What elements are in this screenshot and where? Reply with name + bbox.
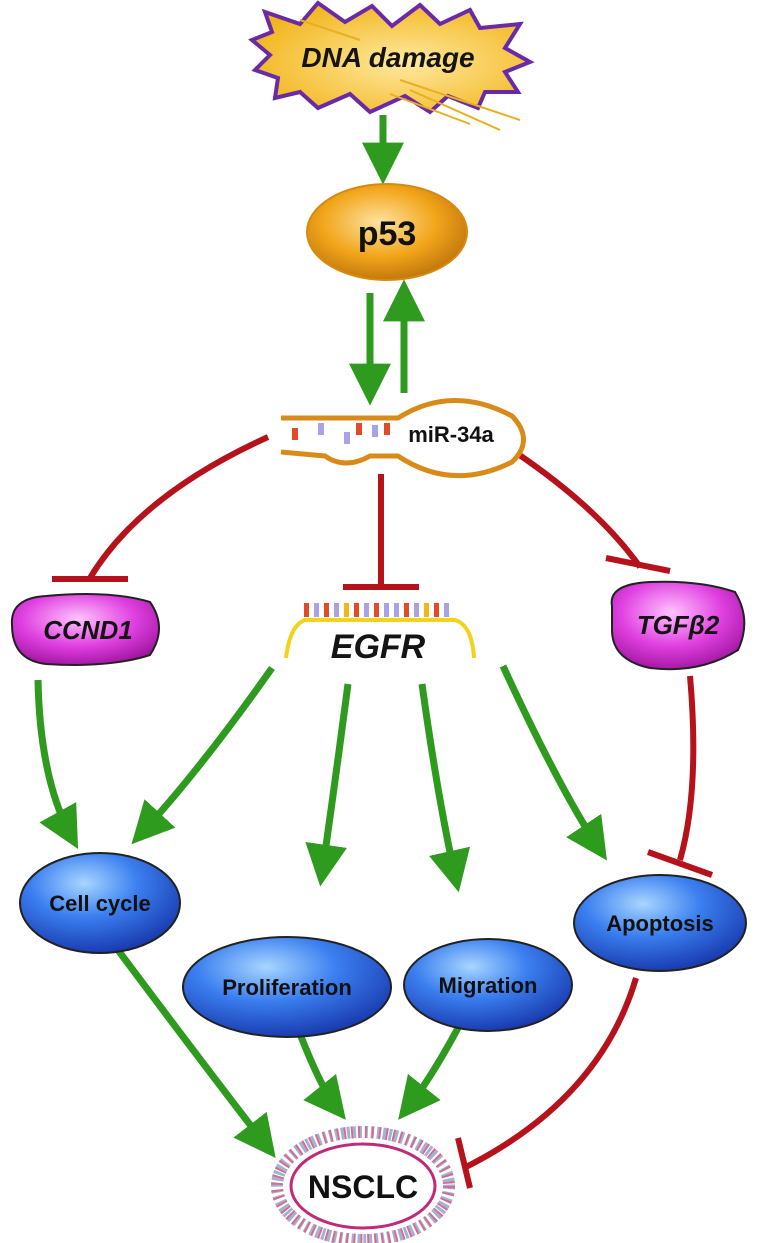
inhibition-edges: [52, 434, 714, 1189]
dna-damage-rays: [299, 19, 521, 131]
edge-apoptosis-inhibits-nsclc: [455, 977, 639, 1189]
node-dna-damage: DNA damage: [248, 0, 535, 131]
mir34a-hairpin: [280, 398, 526, 479]
node-p53: p53: [306, 183, 468, 281]
edge-cell-cycle-to-nsclc: [109, 939, 276, 1158]
egfr-label: EGFR: [331, 628, 426, 666]
node-proliferation: Proliferation: [182, 936, 392, 1038]
dna-damage-starburst: [248, 0, 535, 115]
node-ccnd1: CCND1: [10, 593, 160, 666]
node-mir34a: miR-34a: [280, 398, 526, 479]
cell-cycle-label: Cell cycle: [49, 891, 151, 916]
apoptosis-label: Apoptosis: [606, 911, 714, 936]
node-apoptosis: Apoptosis: [573, 874, 747, 972]
migration-label: Migration: [439, 973, 538, 998]
apoptosis-ellipse: [573, 874, 747, 972]
edge-egfr-to-proliferation: [305, 683, 352, 887]
mir34a-bases: [292, 423, 390, 444]
node-migration: Migration: [403, 938, 573, 1032]
tgfb2-blob: [610, 580, 746, 671]
tgfb2-label: TGFβ2: [637, 610, 720, 640]
nsclc-inner-ring: [289, 1142, 437, 1230]
activation-edges: [34, 115, 607, 1158]
edge-mir34a-inhibits-tgfb2: [516, 451, 671, 574]
edge-mir34a-inhibits-egfr: [343, 474, 419, 590]
edge-ccnd1-to-cell-cycle: [34, 679, 79, 850]
egfr-receptor-bars: [304, 603, 449, 617]
nsclc-label: NSCLC: [308, 1169, 418, 1205]
egfr-membrane: [284, 618, 476, 659]
nsclc-outer-stripes: [271, 1126, 455, 1243]
node-tgfb2: TGFβ2: [610, 580, 746, 671]
ccnd1-blob: [10, 593, 160, 666]
node-cell-cycle: Cell cycle: [19, 852, 181, 954]
proliferation-label: Proliferation: [222, 975, 352, 1000]
ccnd1-label: CCND1: [43, 615, 133, 645]
node-nsclc: NSCLC: [271, 1126, 455, 1243]
proliferation-ellipse: [182, 936, 392, 1038]
mir34a-label: miR-34a: [408, 422, 494, 447]
edge-proliferation-to-nsclc: [296, 1032, 346, 1120]
p53-label: p53: [358, 215, 417, 253]
node-egfr: EGFR: [284, 603, 476, 666]
p53-ellipse: [306, 183, 468, 281]
edge-migration-to-nsclc: [398, 1026, 462, 1120]
edge-mir34a-inhibits-ccnd1: [52, 434, 270, 582]
edge-tgfb2-inhibits-apoptosis: [646, 675, 714, 878]
migration-ellipse: [403, 938, 573, 1032]
cell-cycle-ellipse: [19, 852, 181, 954]
dna-damage-label: DNA damage: [301, 42, 474, 73]
edge-egfr-to-cell-cycle: [131, 665, 275, 845]
edge-egfr-to-migration: [418, 683, 471, 893]
edge-egfr-to-apoptosis: [499, 664, 607, 861]
